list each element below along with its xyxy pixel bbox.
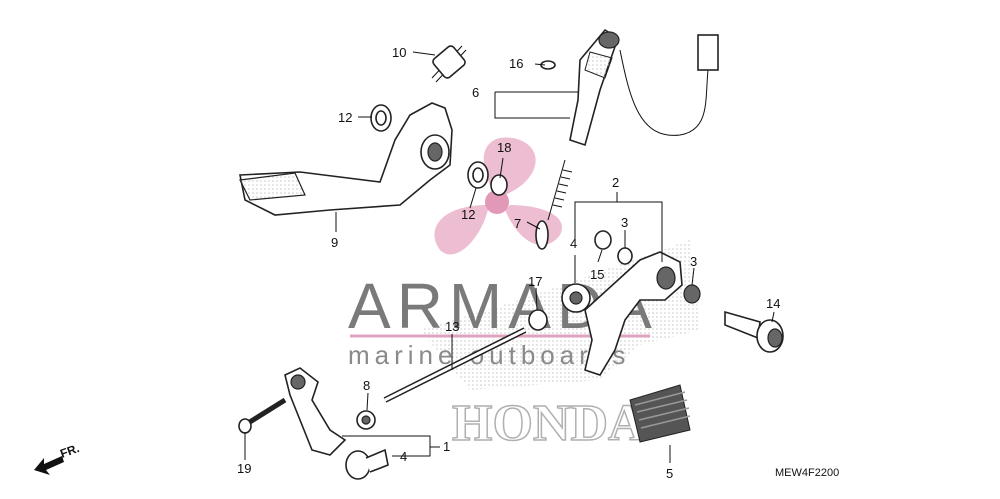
callout-18: 18 [497,140,511,155]
callout-4: 4 [570,236,577,251]
part-lower-shift-arm [284,367,347,456]
callouts: 10 16 6 12 18 12 7 9 2 3 4 3 15 17 14 13… [237,45,780,481]
front-direction-label: FR. [58,441,81,461]
part-14-pivot-bolt [724,310,784,353]
callout-17: 17 [528,274,542,289]
callout-12: 12 [338,110,352,125]
callout-6: 6 [472,85,479,100]
part-10-spring [431,45,467,83]
diagram-code: MEW4F2200 [775,467,839,479]
callout-8: 8 [363,378,370,393]
callout-4-b: 4 [400,449,407,464]
callout-15: 15 [590,267,604,282]
callout-14: 14 [766,296,780,311]
callout-1: 1 [443,439,450,454]
armada-watermark-tagline: marine outboards [348,340,630,370]
callout-16: 16 [509,56,523,71]
part-2-shift-arm [584,230,701,376]
callout-19: 19 [237,461,251,476]
callout-9: 9 [331,235,338,250]
part-5-peg-rubber [629,384,691,443]
part-18-clip [490,174,508,196]
callout-3: 3 [621,215,628,230]
callout-2: 2 [612,175,619,190]
callout-10: 10 [392,45,406,60]
callout-12-b: 12 [461,207,475,222]
callout-7: 7 [514,216,521,231]
part-6-switch [569,28,719,147]
callout-5: 5 [666,466,673,481]
callout-13: 13 [445,319,459,334]
part-19-bolt [238,397,287,434]
honda-watermark: HONDA [452,395,646,452]
part-4-joint-2 [345,450,371,480]
front-direction-arrow-icon [34,456,64,475]
part-9-brake-pedal [239,102,453,216]
callout-3-b: 3 [690,254,697,269]
part-13-shift-rod [383,327,527,403]
part-17-washer [528,309,548,331]
leader-lines [244,51,775,463]
